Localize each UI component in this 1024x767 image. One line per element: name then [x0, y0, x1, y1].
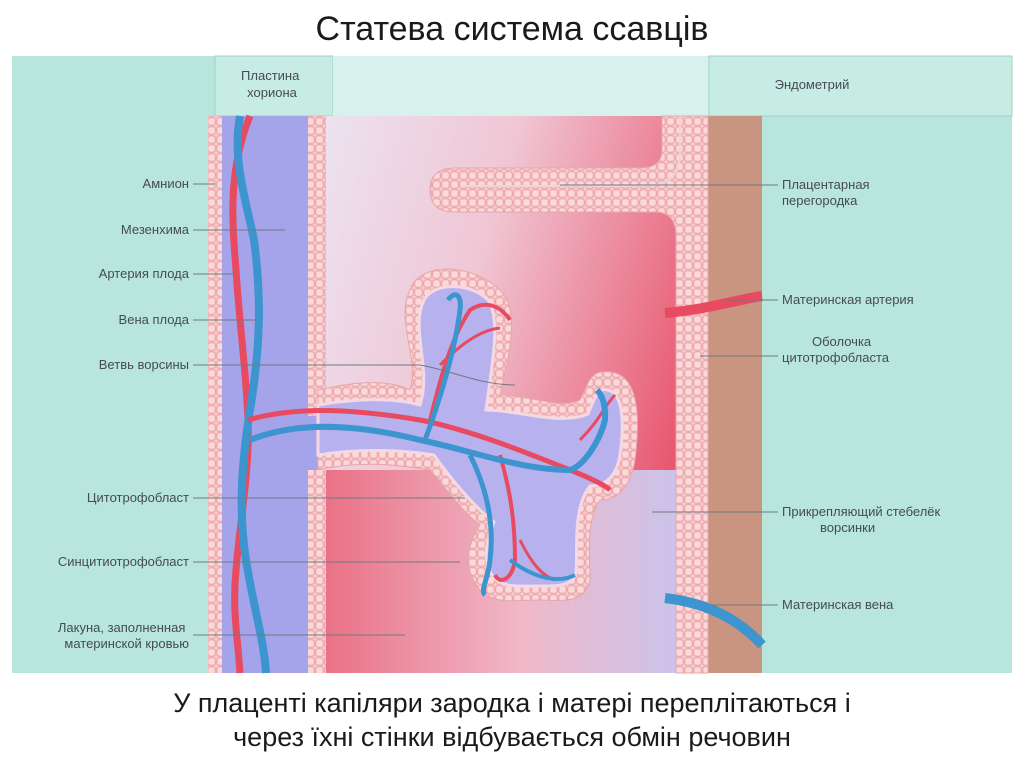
label-placental-septum: Плацентарная перегородка: [782, 177, 873, 208]
placenta-diagram: Пластина хориона Эндометрий Амнион Мезен…: [12, 55, 1013, 674]
label-villus-branch: Ветвь ворсины: [99, 357, 189, 372]
villus-artery: [247, 408, 612, 492]
label-syncytiotrophoblast: Синцитиотрофобласт: [58, 554, 189, 569]
fetal-vein: [233, 115, 270, 674]
label-cytotrophoblast: Цитотрофобласт: [87, 490, 189, 505]
leader-lines: [193, 183, 778, 636]
label-anchoring-villus: Прикрепляющий стебелёк ворсинки: [782, 504, 944, 535]
label-cytotrophoblast-shell: Оболочка цитотрофобласта: [782, 334, 890, 365]
slide-title: Статева система ссавців: [315, 10, 709, 48]
label-fetal-vein: Вена плода: [119, 312, 190, 327]
label-endometrium: Эндометрий: [775, 77, 850, 92]
villus-vein: [248, 387, 609, 474]
endometrium-header: [708, 55, 1013, 117]
slide-caption: У плаценті капіляри зародка і матері пер…: [0, 686, 1024, 754]
chorionic-plate-cells-left: [208, 116, 222, 673]
center-header: [333, 56, 709, 116]
placental-septum: [429, 115, 709, 674]
label-amnion: Амнион: [143, 176, 189, 191]
maternal-vein: [664, 593, 766, 649]
maternal-artery: [664, 291, 763, 318]
label-chorion-plate: Пластина хориона: [241, 68, 303, 100]
label-fetal-artery: Артерия плода: [99, 266, 190, 281]
label-lacuna: Лакуна, заполненная материнской кровью: [58, 620, 189, 651]
label-maternal-vein: Материнская вена: [782, 597, 894, 612]
caption-line-2: через їхні стінки відбувається обмін реч…: [233, 722, 791, 752]
caption-line-1: У плаценті капіляри зародка і матері пер…: [173, 688, 851, 718]
label-maternal-artery: Материнская артерия: [782, 292, 914, 307]
chorionic-plate-cells-right: [308, 116, 326, 416]
label-mesenchyme: Мезенхима: [121, 222, 190, 237]
